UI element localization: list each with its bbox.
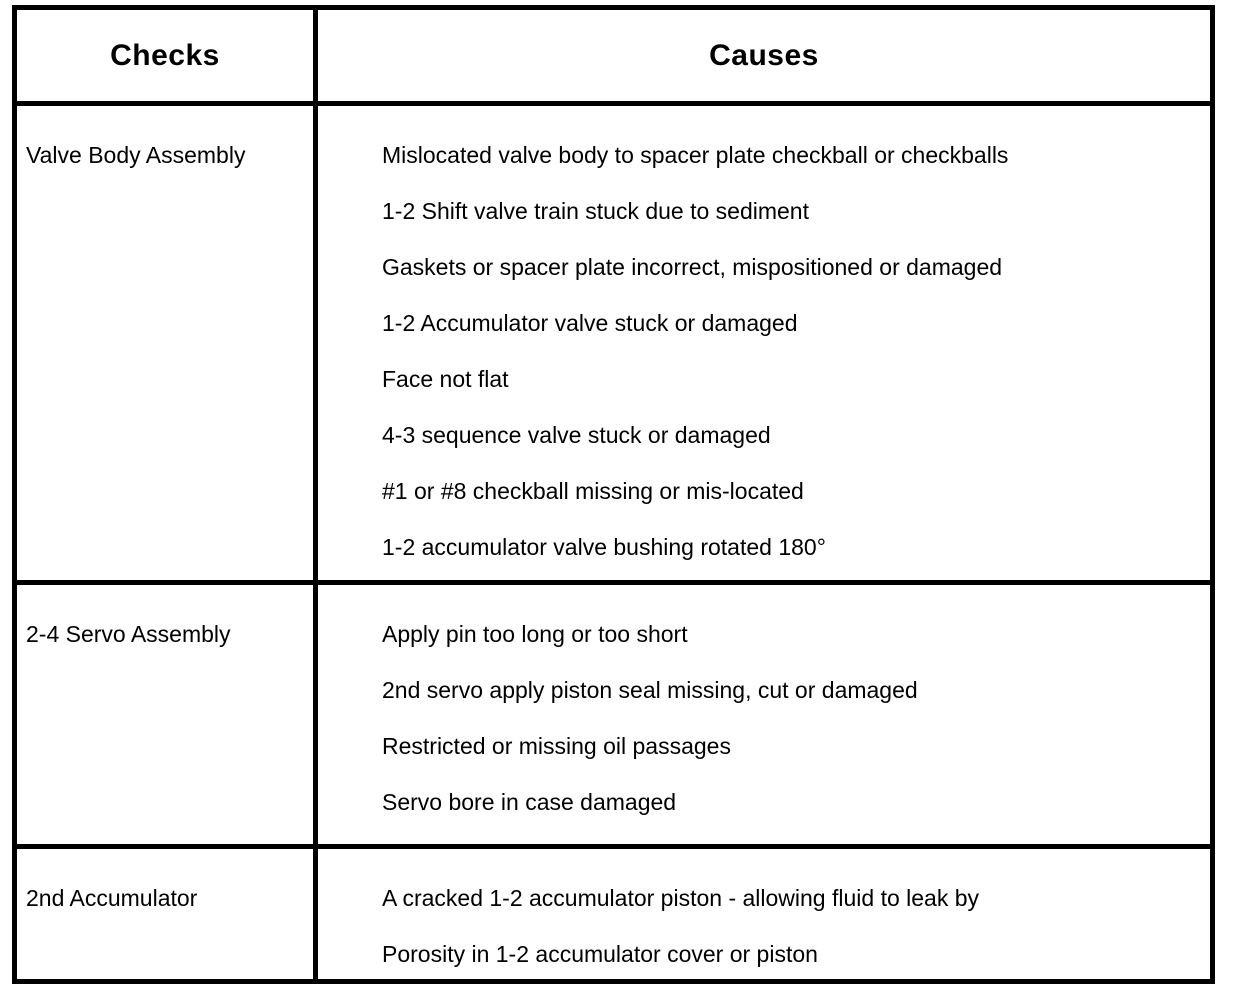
causes-cell: Mislocated valve body to spacer plate ch… bbox=[318, 106, 1210, 580]
cause-item: Face not flat bbox=[382, 365, 509, 392]
cause-item: 1-2 Accumulator valve stuck or damaged bbox=[382, 309, 798, 336]
cause-item: 1-2 accumulator valve bushing rotated 18… bbox=[382, 533, 826, 560]
cause-item: 1-2 Shift valve train stuck due to sedim… bbox=[382, 197, 809, 224]
header-causes: Causes bbox=[709, 38, 819, 72]
cause-item: 2nd servo apply piston seal missing, cut… bbox=[382, 676, 918, 703]
table-row: 2nd Accumulator A cracked 1-2 accumulator… bbox=[17, 844, 1210, 982]
check-cell: 2-4 Servo Assembly bbox=[17, 585, 318, 844]
header-checks: Checks bbox=[17, 10, 318, 101]
cause-item: Restricted or missing oil passages bbox=[382, 732, 731, 759]
table-header-row: Checks Causes bbox=[17, 10, 1210, 101]
check-label: Valve Body Assembly bbox=[26, 141, 246, 168]
cause-item: Apply pin too long or too short bbox=[382, 620, 688, 647]
cause-item: Gaskets or spacer plate incorrect, mispo… bbox=[382, 253, 1003, 280]
causes-cell: A cracked 1-2 accumulator piston - allow… bbox=[318, 849, 1210, 982]
cause-item: 4-3 sequence valve stuck or damaged bbox=[382, 421, 771, 448]
table-row: Valve Body Assembly Mislocated valve body… bbox=[17, 101, 1210, 580]
cause-item: Mislocated valve body to spacer plate ch… bbox=[382, 141, 1009, 168]
table-row: 2-4 Servo Assembly Apply pin too long or … bbox=[17, 580, 1210, 844]
cause-item: A cracked 1-2 accumulator piston - allow… bbox=[382, 884, 980, 911]
check-label: 2-4 Servo Assembly bbox=[26, 620, 231, 647]
cause-item: Servo bore in case damaged bbox=[382, 788, 677, 815]
causes-cell: Apply pin too long or too short 2nd servo… bbox=[318, 585, 1210, 844]
check-cell: Valve Body Assembly bbox=[17, 106, 318, 580]
checks-causes-table: Checks Causes Valve Body Assembly Misloca… bbox=[12, 5, 1215, 984]
cause-item: #1 or #8 checkball missing or mis-locate… bbox=[382, 477, 804, 504]
check-cell: 2nd Accumulator bbox=[17, 849, 318, 982]
check-label: 2nd Accumulator bbox=[26, 884, 198, 911]
cause-item: Porosity in 1-2 accumulator cover or pis… bbox=[382, 940, 818, 967]
